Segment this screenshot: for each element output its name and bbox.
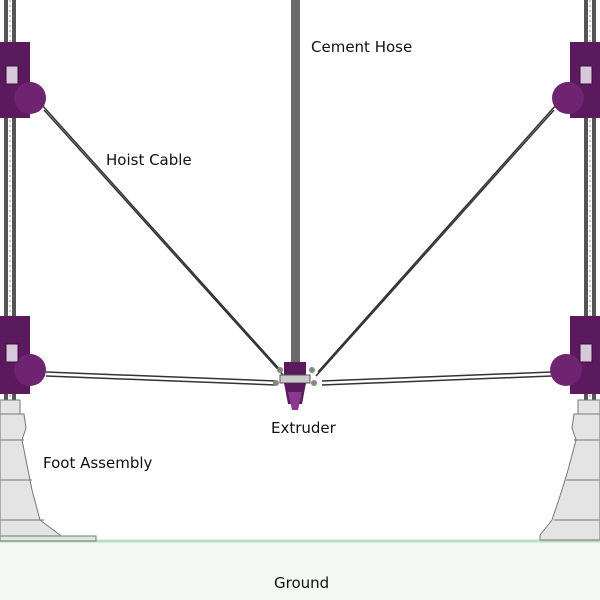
right-upper-carriage <box>552 42 600 118</box>
foot-assembly-label: Foot Assembly <box>43 454 153 472</box>
right-lower-carriage <box>550 316 600 394</box>
cement-hose <box>291 0 300 362</box>
right-foot-assembly <box>539 399 600 541</box>
left-lower-carriage <box>0 316 46 394</box>
hoist-cables <box>41 104 557 386</box>
ground-label: Ground <box>274 574 330 592</box>
extruder-label: Extruder <box>271 419 336 437</box>
cement-hose-label: Cement Hose <box>311 38 413 56</box>
hoist-cable-label: Hoist Cable <box>106 151 192 169</box>
extruder-head <box>273 362 317 410</box>
ground-plane <box>0 540 600 600</box>
left-foot-assembly <box>0 399 97 542</box>
left-upper-carriage <box>0 42 46 118</box>
